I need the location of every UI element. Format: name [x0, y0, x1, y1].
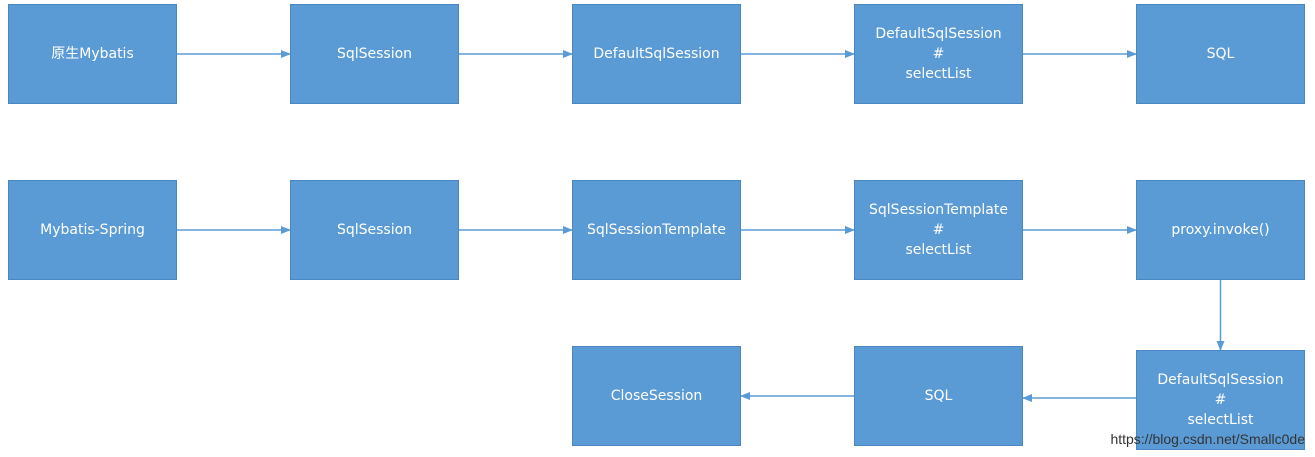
node-n3: DefaultSqlSession	[572, 4, 741, 104]
node-m1: Mybatis-Spring	[8, 180, 177, 280]
node-label: Mybatis-Spring	[40, 222, 145, 238]
node-label: selectList	[905, 66, 972, 82]
node-m3: SqlSessionTemplate	[572, 180, 741, 280]
node-label: SQL	[924, 388, 953, 404]
node-label: CloseSession	[610, 388, 703, 404]
node-label: DefaultSqlSession	[593, 46, 720, 62]
node-label: SQL	[1206, 46, 1235, 62]
node-n2: SqlSession	[290, 4, 459, 104]
node-label: SqlSessionTemplate	[587, 222, 726, 238]
node-label: #	[1214, 392, 1227, 408]
node-n5: SQL	[1136, 4, 1305, 104]
node-n1: 原生Mybatis	[8, 4, 177, 104]
node-label: selectList	[1187, 412, 1254, 428]
node-label: #	[932, 46, 945, 62]
node-m5: proxy.invoke()	[1136, 180, 1305, 280]
node-label: proxy.invoke()	[1171, 222, 1270, 238]
watermark: https://blog.csdn.net/Smallc0de	[1110, 431, 1305, 447]
node-label: selectList	[905, 242, 972, 258]
node-label: 原生Mybatis	[51, 46, 134, 62]
node-m6: DefaultSqlSession # selectList	[1136, 350, 1305, 450]
node-m2: SqlSession	[290, 180, 459, 280]
node-label: SqlSessionTemplate	[869, 202, 1008, 218]
node-label: DefaultSqlSession	[875, 26, 1002, 42]
node-label: SqlSession	[336, 222, 413, 238]
node-n4: DefaultSqlSession # selectList	[854, 4, 1023, 104]
node-label: DefaultSqlSession	[1157, 372, 1284, 388]
node-label: SqlSession	[336, 46, 413, 62]
node-m8: CloseSession	[572, 346, 741, 446]
node-m7: SQL	[854, 346, 1023, 446]
node-label: #	[932, 222, 945, 238]
node-m4: SqlSessionTemplate # selectList	[854, 180, 1023, 280]
